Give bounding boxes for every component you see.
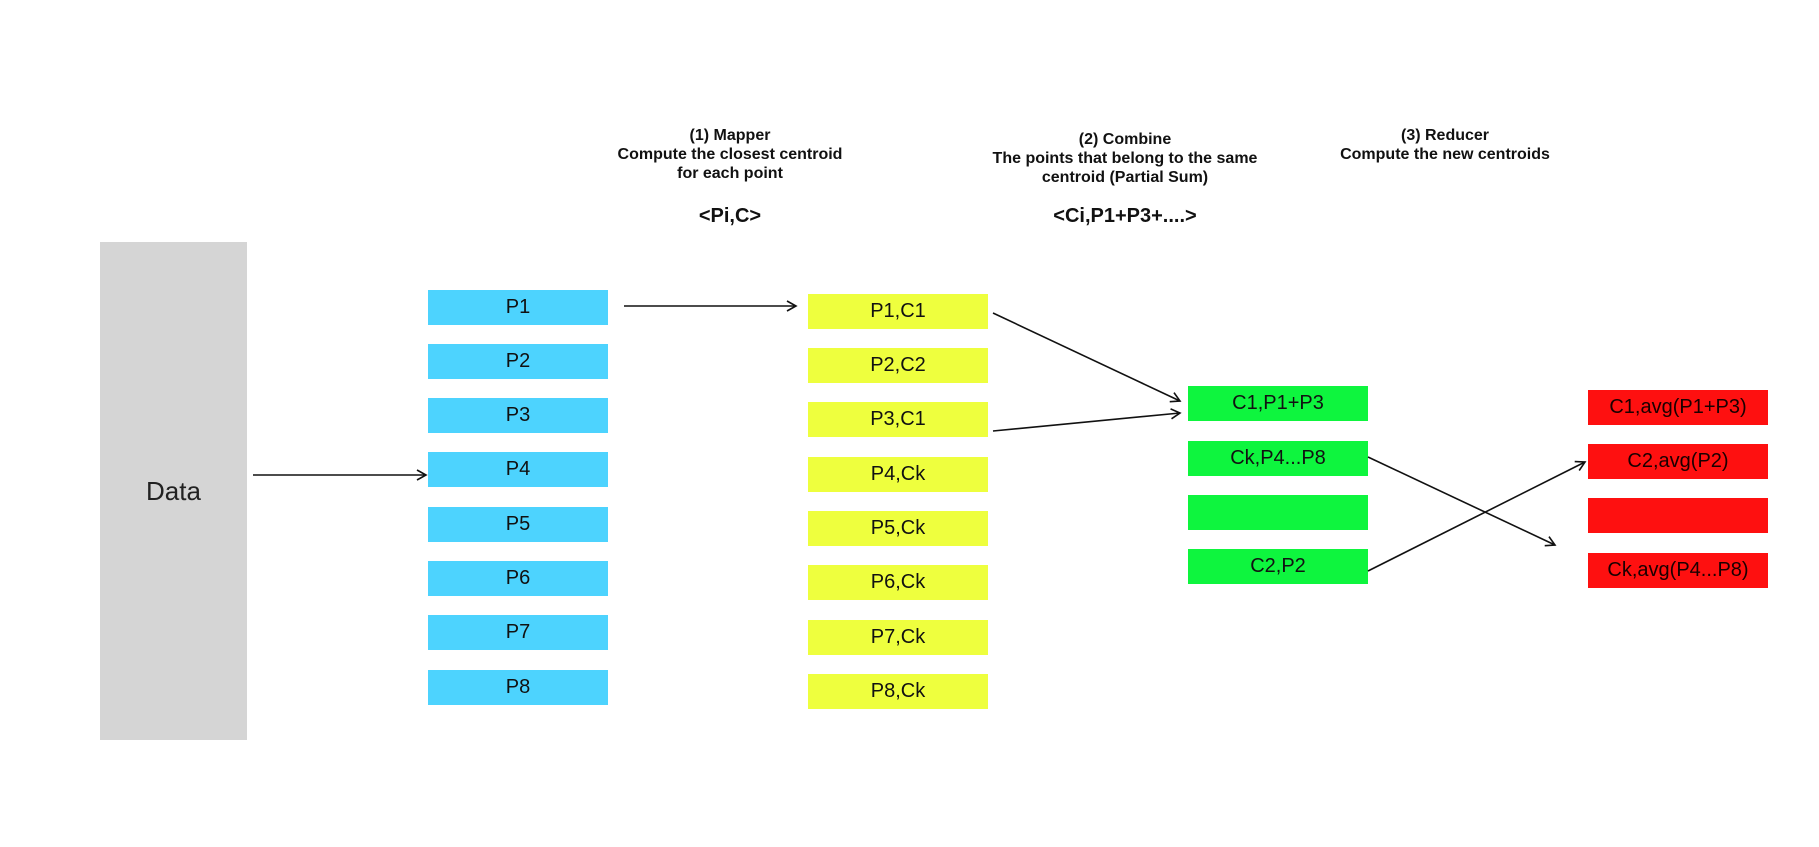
mapper-desc-line2: for each point [677, 165, 783, 182]
reducer-desc-line1: Compute the new centroids [1340, 146, 1550, 163]
arrow-p1c1-to-c1 [992, 312, 1182, 403]
data-source-block: Data [100, 242, 247, 740]
point-box: P3 [428, 398, 608, 433]
combine-heading: (2) Combine The points that belong to th… [960, 130, 1290, 187]
reducer-heading: (3) Reducer Compute the new centroids [1300, 126, 1590, 164]
combined-box: C1,P1+P3 [1188, 386, 1368, 421]
mapper-desc-line1: Compute the closest centroid [617, 146, 843, 163]
combine-tuple: <Ci,P1+P3+....> [1053, 205, 1197, 227]
reduced-box: C2,avg(P2) [1588, 444, 1768, 479]
mapped-box: P7,Ck [808, 620, 988, 655]
arrow-c2-to-c2avg [1367, 460, 1587, 572]
combined-box [1188, 495, 1368, 530]
point-box: P7 [428, 615, 608, 650]
arrow-ck-to-ckavg [1367, 456, 1557, 547]
combine-desc-line1: The points that belong to the same [992, 150, 1258, 167]
mapped-box: P3,C1 [808, 402, 988, 437]
point-box: P8 [428, 670, 608, 705]
point-box: P5 [428, 507, 608, 542]
point-box: P4 [428, 452, 608, 487]
combined-box: C2,P2 [1188, 549, 1368, 584]
combined-box: Ck,P4...P8 [1188, 441, 1368, 476]
point-box: P1 [428, 290, 608, 325]
mapped-box: P1,C1 [808, 294, 988, 329]
data-label: Data [146, 475, 201, 506]
mapped-box: P5,Ck [808, 511, 988, 546]
mapper-title: (1) Mapper [689, 127, 771, 144]
mapped-box: P8,Ck [808, 674, 988, 709]
reduced-box [1588, 498, 1768, 533]
arrow-p3c1-to-c1 [992, 408, 1182, 432]
reduced-box: Ck,avg(P4...P8) [1588, 553, 1768, 588]
reducer-title: (3) Reducer [1400, 127, 1490, 144]
point-box: P2 [428, 344, 608, 379]
combine-title: (2) Combine [1078, 131, 1172, 148]
mapped-box: P2,C2 [808, 348, 988, 383]
reduced-box: C1,avg(P1+P3) [1588, 390, 1768, 425]
combine-desc-line2: centroid (Partial Sum) [1041, 169, 1209, 186]
mapper-heading: (1) Mapper Compute the closest centroid … [580, 126, 880, 183]
point-box: P6 [428, 561, 608, 596]
mapped-box: P6,Ck [808, 565, 988, 600]
mapped-box: P4,Ck [808, 457, 988, 492]
mapper-tuple: <Pi,C> [698, 205, 762, 227]
